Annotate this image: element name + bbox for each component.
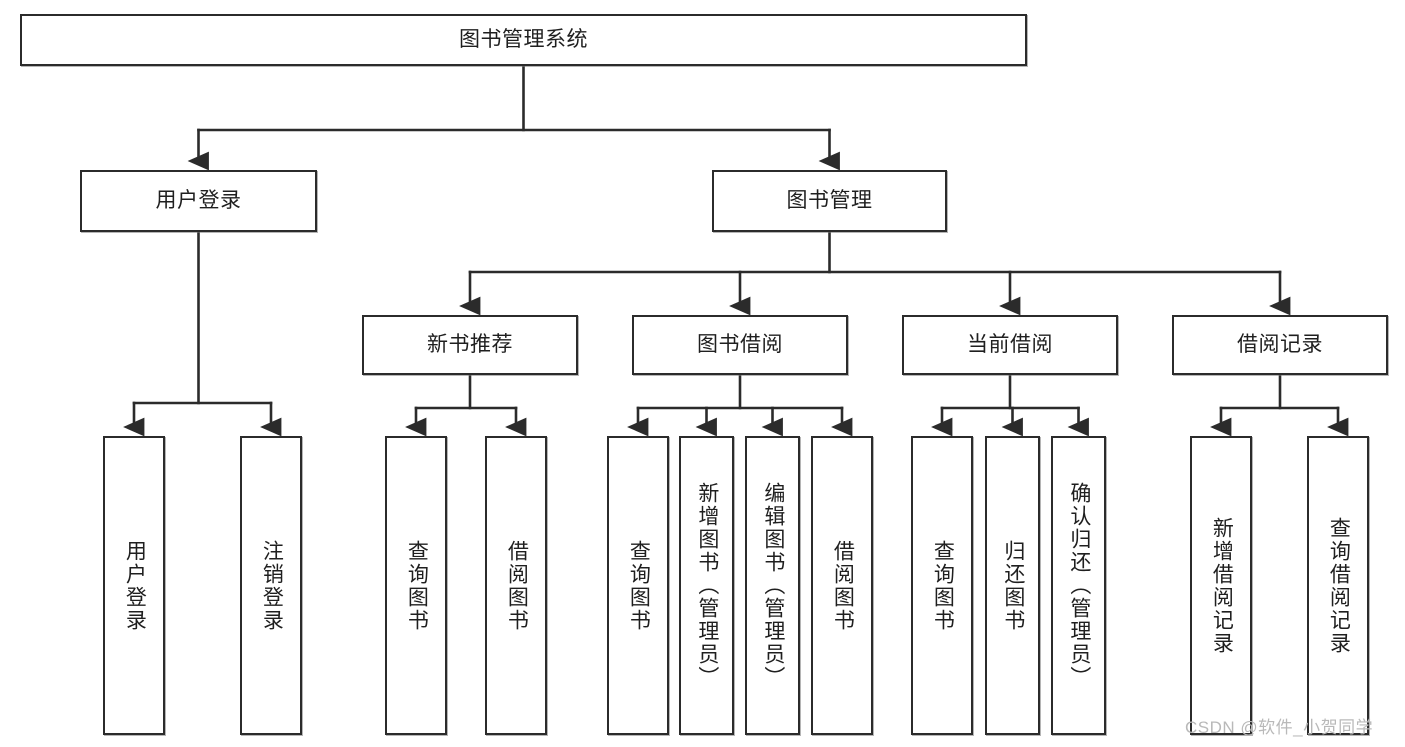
node-label: 查询借阅记录 (1327, 516, 1351, 655)
node-leaf-query-book-3[interactable]: 查询图书 (911, 436, 973, 735)
node-leaf-confirm-return[interactable]: 确认归还（管理员） (1051, 436, 1106, 735)
node-leaf-borrow-book-2[interactable]: 借阅图书 (811, 436, 873, 735)
node-label: 图书管理系统 (459, 27, 588, 51)
node-label: 新增借阅记录 (1210, 516, 1234, 655)
node-leaf-borrow-book-1[interactable]: 借阅图书 (485, 436, 547, 735)
node-leaf-query-book-1[interactable]: 查询图书 (385, 436, 447, 735)
node-label: 借阅记录 (1237, 332, 1323, 356)
node-label: 注销登录 (260, 539, 284, 632)
node-label: 借阅图书 (831, 539, 855, 632)
node-label: 确认归还（管理员） (1067, 482, 1091, 689)
node-label: 查询图书 (627, 539, 651, 632)
node-leaf-add-record[interactable]: 新增借阅记录 (1190, 436, 1252, 735)
node-label: 借阅图书 (505, 539, 529, 632)
node-label: 查询图书 (931, 539, 955, 632)
node-leaf-query-record[interactable]: 查询借阅记录 (1307, 436, 1369, 735)
node-label: 查询图书 (405, 539, 429, 632)
node-current-borrow[interactable]: 当前借阅 (902, 315, 1118, 375)
node-leaf-user-login[interactable]: 用户登录 (103, 436, 165, 735)
node-book-borrow[interactable]: 图书借阅 (632, 315, 848, 375)
node-label: 图书管理 (786, 188, 873, 212)
node-leaf-return-book[interactable]: 归还图书 (985, 436, 1040, 735)
node-leaf-query-book-2[interactable]: 查询图书 (607, 436, 669, 735)
node-book-manage[interactable]: 图书管理 (712, 170, 947, 232)
node-label: 新书推荐 (427, 332, 513, 356)
node-new-book-rec[interactable]: 新书推荐 (362, 315, 578, 375)
watermark-text: CSDN @软件_小贺同学 (1185, 718, 1374, 737)
node-label: 编辑图书（管理员） (761, 482, 785, 689)
node-label: 当前借阅 (967, 332, 1053, 356)
node-label: 新增图书（管理员） (695, 482, 719, 689)
node-leaf-logout[interactable]: 注销登录 (240, 436, 302, 735)
node-label: 用户登录 (123, 539, 147, 632)
node-user-login[interactable]: 用户登录 (80, 170, 317, 232)
node-leaf-edit-book[interactable]: 编辑图书（管理员） (745, 436, 800, 735)
node-root[interactable]: 图书管理系统 (20, 14, 1027, 66)
node-label: 图书借阅 (697, 332, 783, 356)
node-leaf-add-book[interactable]: 新增图书（管理员） (679, 436, 734, 735)
node-label: 归还图书 (1001, 539, 1025, 632)
node-borrow-record[interactable]: 借阅记录 (1172, 315, 1388, 375)
node-label: 用户登录 (155, 188, 242, 212)
